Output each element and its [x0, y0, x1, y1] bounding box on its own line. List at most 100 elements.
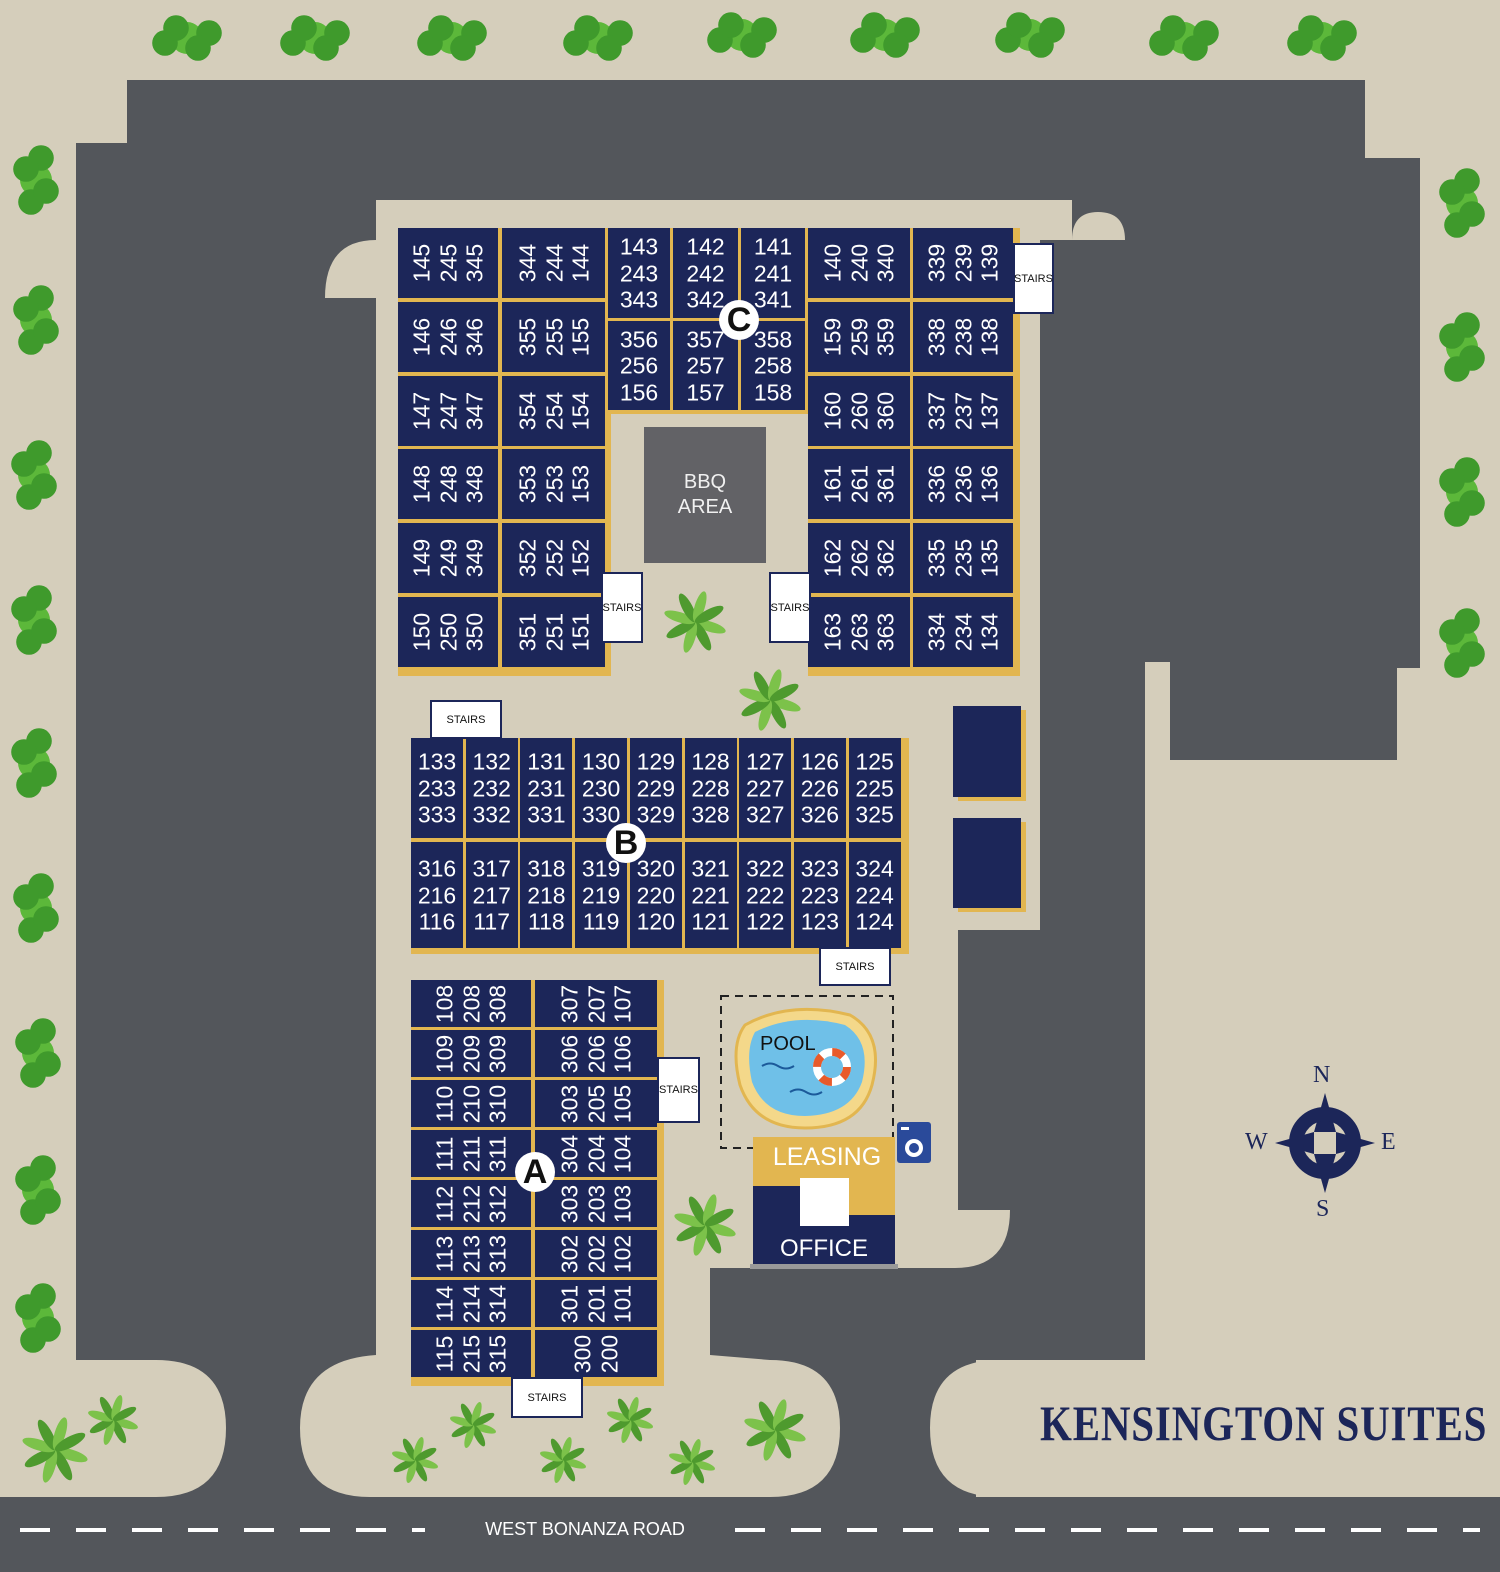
building-b-marker: B	[606, 823, 646, 863]
unit-number: 303	[556, 1184, 583, 1223]
unit-number: 133	[417, 748, 457, 775]
unit-number: 162	[819, 539, 846, 578]
unit-number: 161	[819, 465, 846, 504]
ground-se-front	[930, 1360, 1500, 1497]
unit-number: 343	[619, 286, 659, 313]
unit-number: 146	[408, 317, 435, 356]
building-a-marker: A	[515, 1152, 555, 1192]
unit-number: 333	[417, 801, 457, 828]
unit-number: 332	[472, 801, 511, 828]
property-title: KENSINGTON SUITES	[1040, 1395, 1488, 1451]
palm-tree-icon	[669, 1439, 715, 1485]
unit-number: 209	[457, 1034, 484, 1073]
unit-number: 102	[609, 1234, 636, 1273]
unit-number: 255	[540, 317, 567, 356]
unit-number: 349	[461, 539, 488, 578]
palm-tree-icon	[540, 1437, 586, 1483]
unit-number: 262	[845, 539, 872, 578]
unit-number: 128	[691, 748, 730, 775]
unit-number: 351	[513, 612, 540, 652]
palm-tree-icon	[22, 1417, 88, 1483]
unit-number: 124	[855, 908, 894, 935]
unit-number: 141	[753, 233, 793, 260]
unit-number: 140	[819, 243, 846, 283]
unit-number: 147	[408, 391, 435, 430]
tree-icon	[1439, 168, 1485, 238]
unit-number: 335	[923, 539, 950, 578]
unit-number: 152	[566, 539, 593, 578]
pool	[734, 1007, 877, 1130]
unit-number: 208	[457, 984, 484, 1023]
stairs: STAIRS	[657, 1057, 700, 1123]
tree-icon	[707, 12, 777, 58]
unit-number: 358	[753, 325, 793, 352]
unit-number: 306	[556, 1034, 583, 1073]
unit-number: 261	[845, 465, 872, 504]
unit-number: 354	[513, 391, 540, 430]
unit-number: 315	[484, 1334, 511, 1373]
